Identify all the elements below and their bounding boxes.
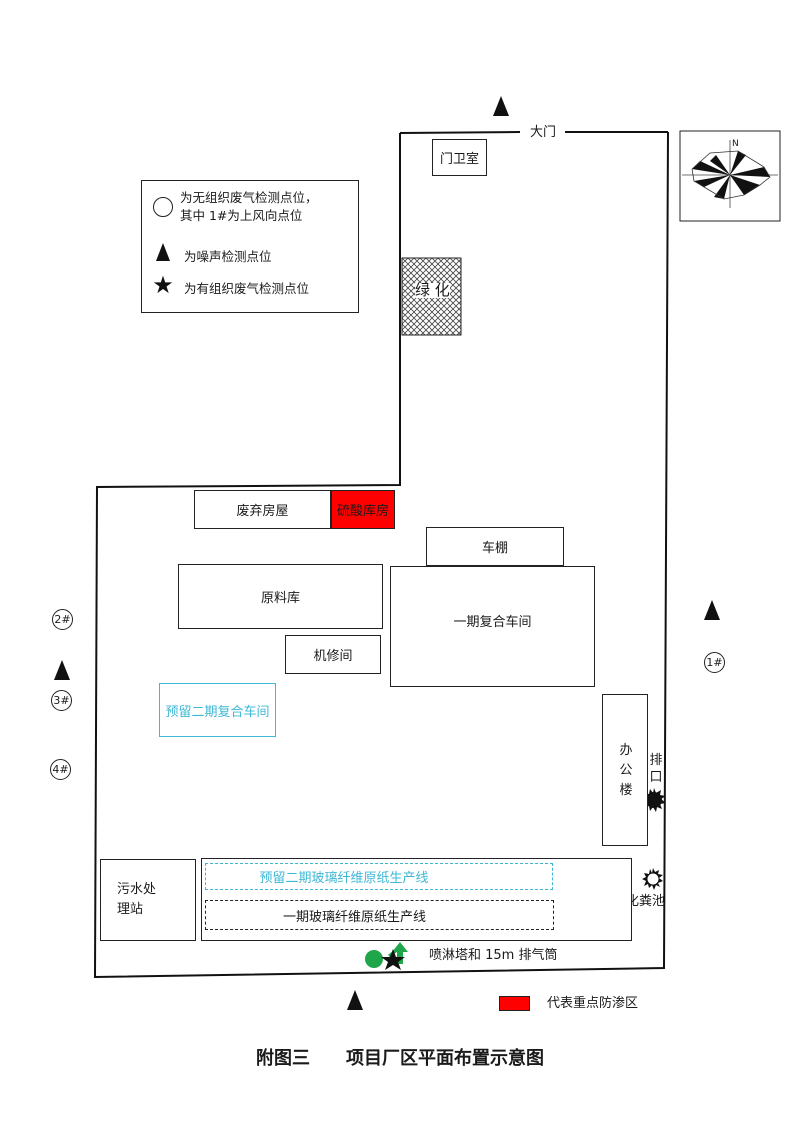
unorganized-point-icon <box>153 197 173 217</box>
reserved-phase2-workshop: 预留二期复合车间 <box>159 683 276 737</box>
monitoring-point-1: 1# <box>704 652 725 673</box>
office-label: 办公楼 <box>619 743 633 798</box>
carport-label: 车棚 <box>481 541 508 556</box>
noise-point-north-icon <box>493 96 509 116</box>
noise-point-west-icon <box>54 660 70 680</box>
star-icon: ★ <box>152 271 174 299</box>
outlet-icon <box>642 788 666 812</box>
phase1-workshop-label: 一期复合车间 <box>453 615 532 630</box>
acid-store: 硫酸库房 <box>331 490 395 529</box>
reserved-line-label: 预留二期玻璃纤维原纸生产线 <box>259 871 429 886</box>
monitoring-point-4: 4# <box>50 759 71 780</box>
guard-room: 门卫室 <box>432 139 487 176</box>
wind-rose-icon <box>682 140 778 208</box>
repair-label: 机修间 <box>313 649 353 664</box>
site-boundary <box>93 131 669 979</box>
tower-label: 喷淋塔和 15m 排气筒 <box>429 948 558 963</box>
septic-tank-icon <box>642 868 663 890</box>
legend-circle-text-2: 其中 1#为上风向点位 <box>180 208 303 223</box>
figure-caption: 附图三 项目厂区平面布置示意图 <box>256 1048 544 1069</box>
compass-north-label: N <box>732 139 739 149</box>
repair-shop: 机修间 <box>285 635 381 674</box>
waste-room: 废弃房屋 <box>194 490 331 529</box>
monitoring-point-3: 3# <box>51 690 72 711</box>
outlet-label: 排口 <box>649 753 663 785</box>
spray-tower-icon <box>365 950 383 968</box>
sewage-station: 污水处 理站 <box>100 859 196 941</box>
sewage-label-2: 理站 <box>117 902 144 917</box>
raw-material-store: 原料库 <box>178 564 383 629</box>
legend-triangle-text: 为噪声检测点位 <box>184 249 272 264</box>
acid-store-label: 硫酸库房 <box>336 504 389 519</box>
legend-star-text: 为有组织废气检测点位 <box>184 281 310 296</box>
monitoring-point-2: 2# <box>52 609 73 630</box>
guard-room-label: 门卫室 <box>439 152 479 167</box>
key-zone-label: 代表重点防渗区 <box>547 996 639 1011</box>
sewage-label-1: 污水处 <box>117 882 157 897</box>
legend-circle-text-1: 为无组织废气检测点位， <box>180 190 318 205</box>
reserved-phase2-line: 预留二期玻璃纤维原纸生产线 <box>205 863 553 890</box>
phase1-line: 一期玻璃纤维原纸生产线 <box>205 900 554 930</box>
waste-room-label: 废弃房屋 <box>236 504 289 519</box>
office-building <box>602 694 648 846</box>
raw-material-label: 原料库 <box>260 591 300 606</box>
gate-label: 大门 <box>530 125 557 140</box>
legend-row-triangle: 为噪声检测点位 <box>150 243 272 265</box>
septic-label: 化粪池 <box>626 894 666 909</box>
organized-exhaust-point-icon <box>381 949 405 970</box>
greening-label: 绿 化 <box>415 281 450 299</box>
reserved-phase2-workshop-label: 预留二期复合车间 <box>165 704 270 720</box>
noise-point-south-icon <box>347 990 363 1010</box>
noise-point-east-icon <box>704 600 720 620</box>
production-hall <box>201 858 632 941</box>
legend: 为无组织废气检测点位， 其中 1#为上风向点位 为噪声检测点位 ★ 为有组织废气… <box>141 180 359 313</box>
legend-row-circle: 为无组织废气检测点位， 其中 1#为上风向点位 <box>150 189 318 225</box>
phase1-workshop: 一期复合车间 <box>390 566 595 687</box>
phase1-line-label: 一期玻璃纤维原纸生产线 <box>282 909 426 925</box>
key-zone-swatch <box>499 996 530 1011</box>
noise-point-icon <box>156 243 170 261</box>
carport: 车棚 <box>426 527 564 566</box>
gate-wall-left <box>399 131 521 134</box>
legend-row-star: ★ 为有组织废气检测点位 <box>150 271 310 299</box>
